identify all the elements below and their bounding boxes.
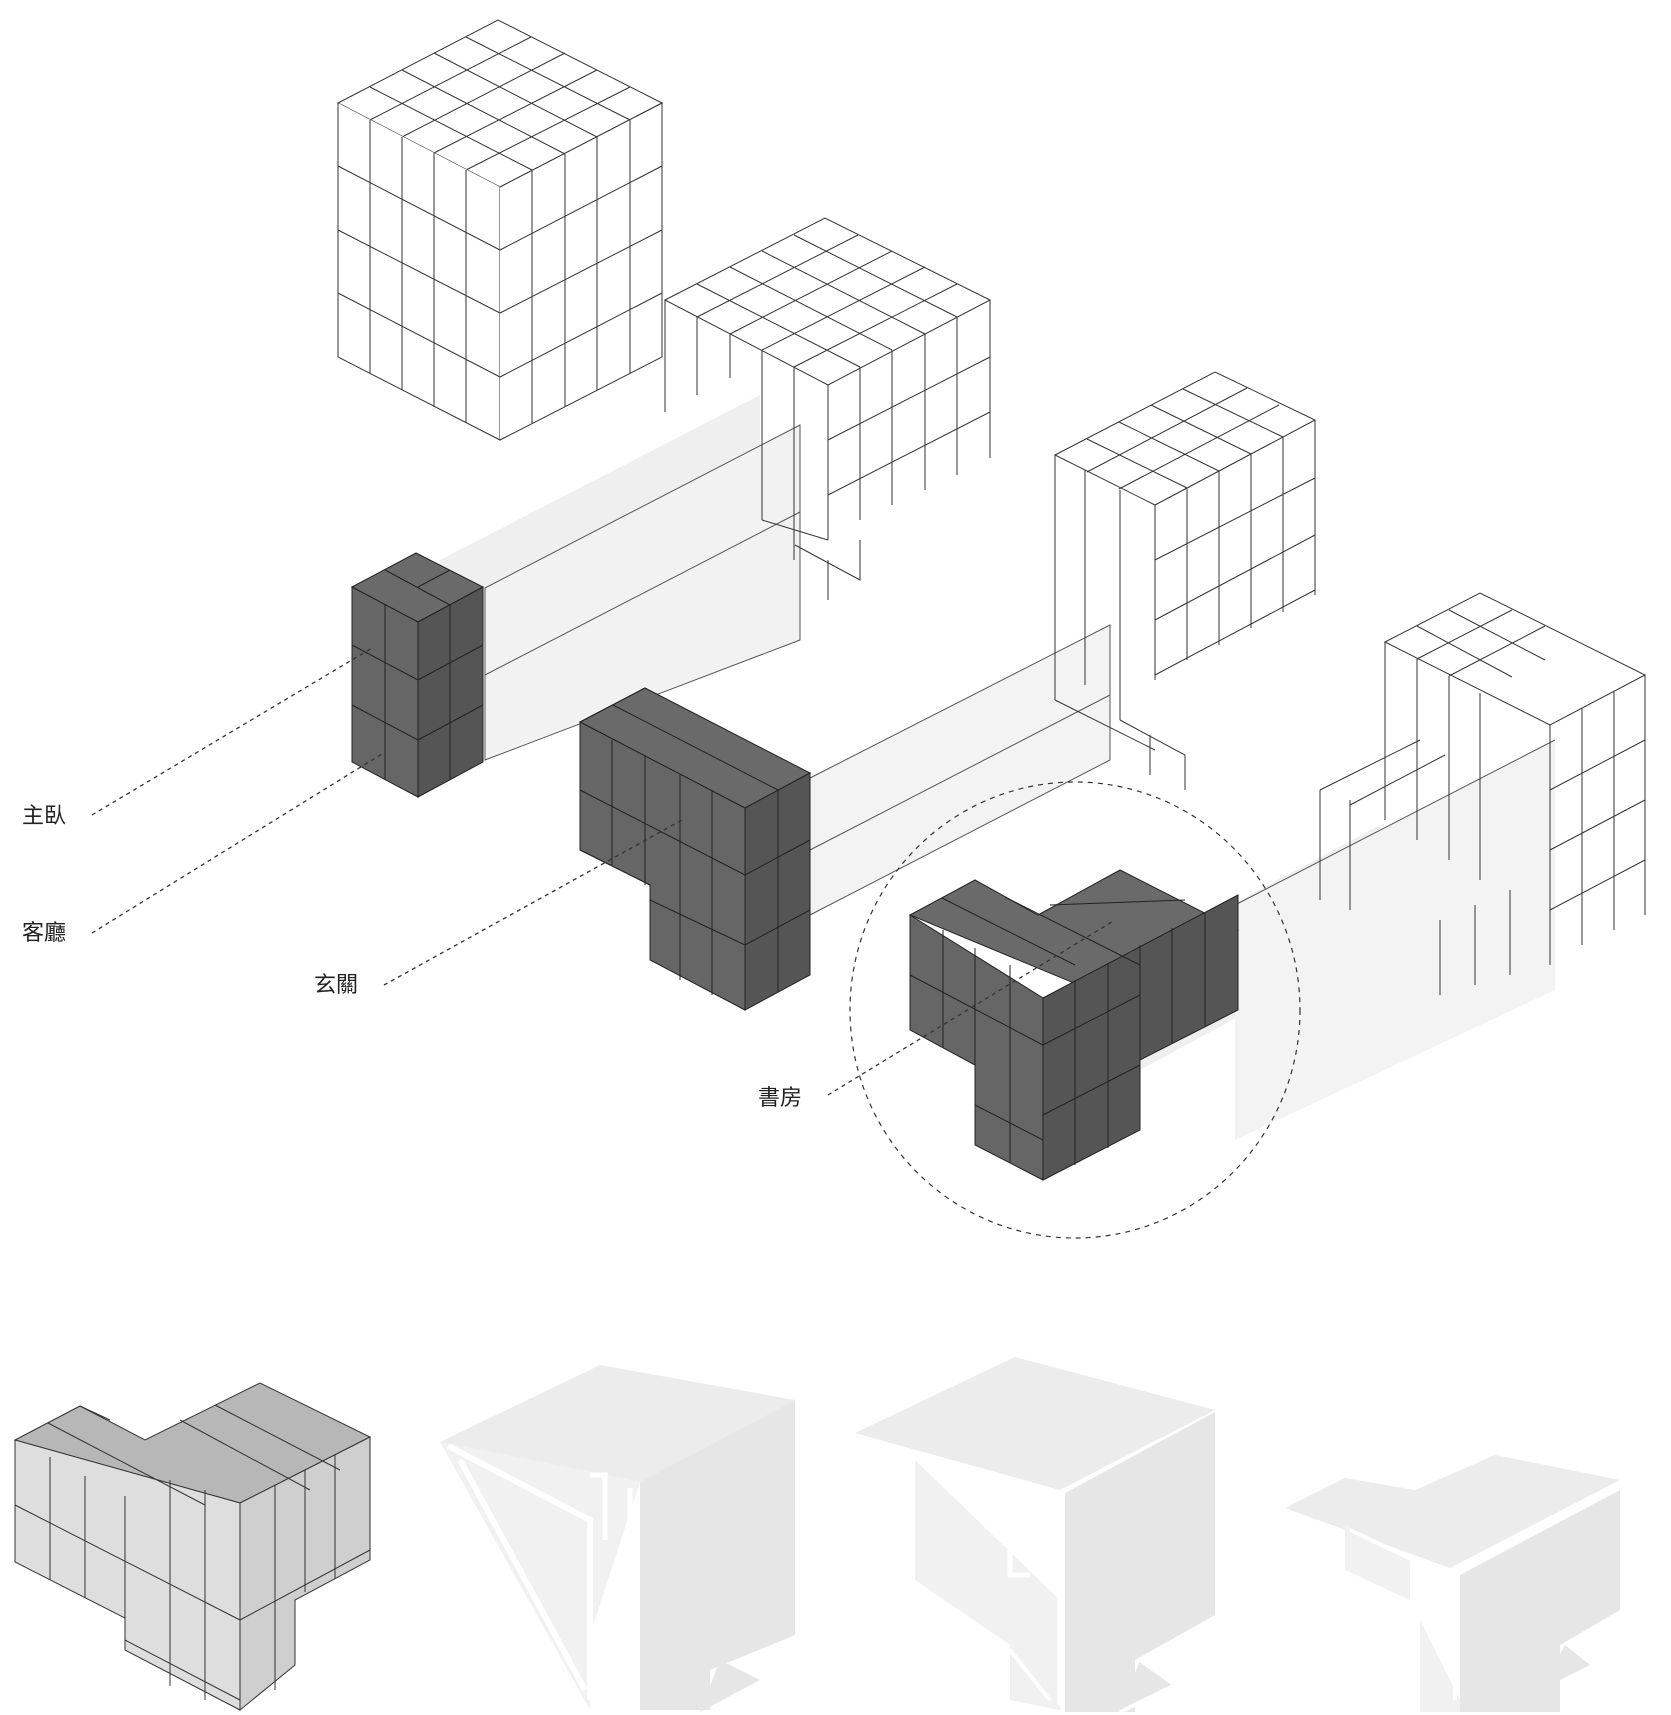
dark-module-living-room bbox=[580, 688, 810, 1010]
sequence-step-3 bbox=[855, 1357, 1215, 1712]
bottom-sequence bbox=[15, 1357, 1620, 1712]
room-3-block bbox=[850, 593, 1645, 1238]
sequence-step-4 bbox=[1285, 1455, 1620, 1712]
sequence-step-2 bbox=[440, 1365, 795, 1712]
label-text-master-bedroom: 主臥 bbox=[22, 804, 66, 829]
wireframe-cube-grid-1 bbox=[338, 20, 662, 440]
label-text-living-room: 客廳 bbox=[22, 921, 66, 946]
dark-module-study bbox=[910, 870, 1238, 1180]
label-text-entrance: 玄關 bbox=[314, 973, 358, 998]
sequence-step-1 bbox=[15, 1383, 370, 1710]
label-text-study: 書房 bbox=[758, 1086, 802, 1111]
label-living-room: 客廳 bbox=[22, 752, 385, 946]
label-master-bedroom: 主臥 bbox=[22, 648, 372, 829]
